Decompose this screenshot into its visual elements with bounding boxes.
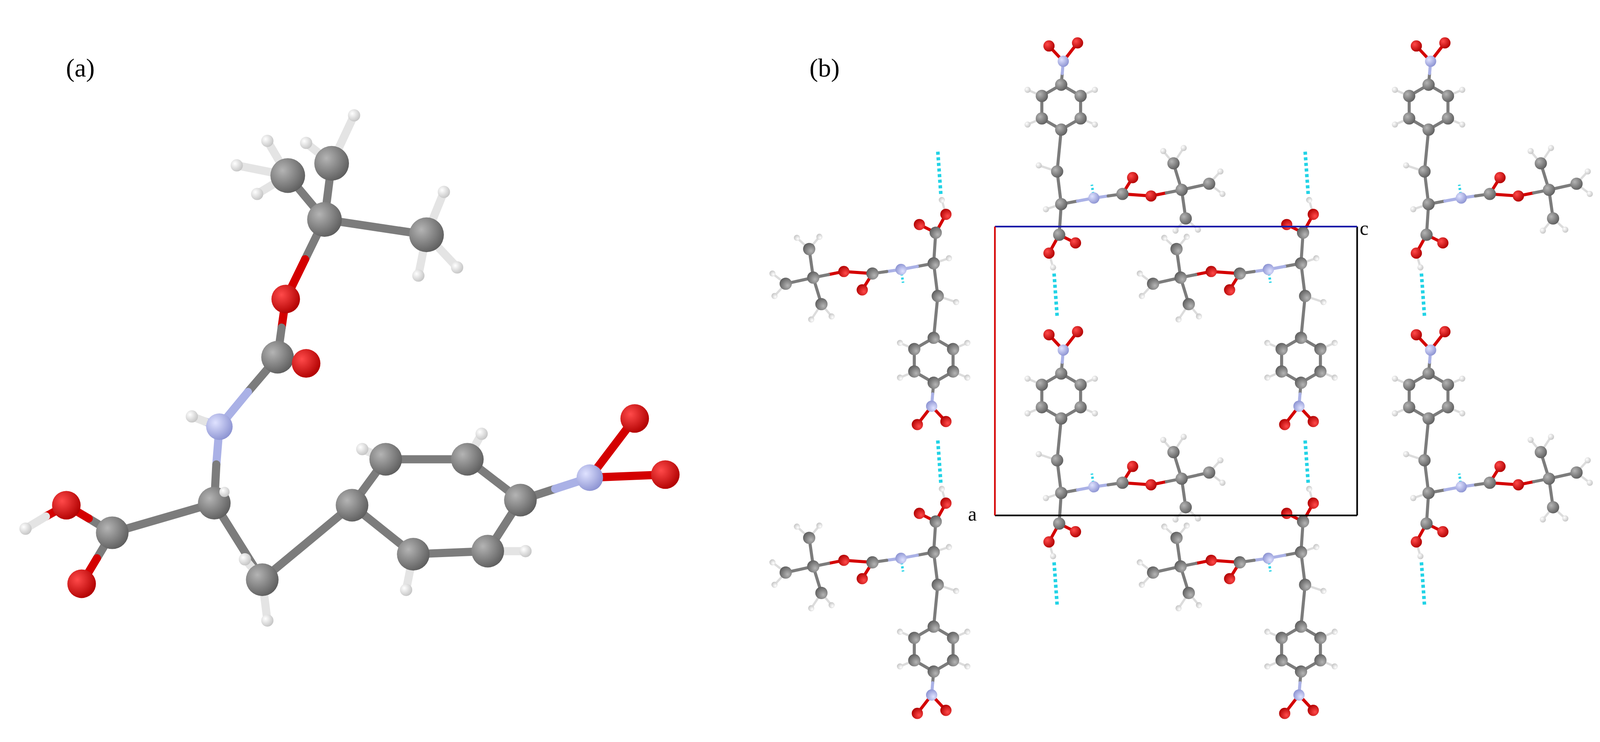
panel-label: (a) (65, 54, 95, 81)
molecule-model (19, 109, 680, 627)
panel-label: (b) (809, 54, 840, 81)
packed-molecule (1136, 151, 1338, 431)
packed-molecule (1136, 439, 1338, 719)
packed-molecule (769, 439, 971, 719)
packing-diagram (769, 37, 1593, 719)
packed-molecule (769, 151, 971, 431)
packed-molecule (1391, 37, 1593, 317)
axis-label: c (1359, 218, 1369, 238)
unit-cell (995, 226, 1358, 516)
packed-molecule (1391, 326, 1593, 606)
axis-label: a (968, 504, 977, 524)
